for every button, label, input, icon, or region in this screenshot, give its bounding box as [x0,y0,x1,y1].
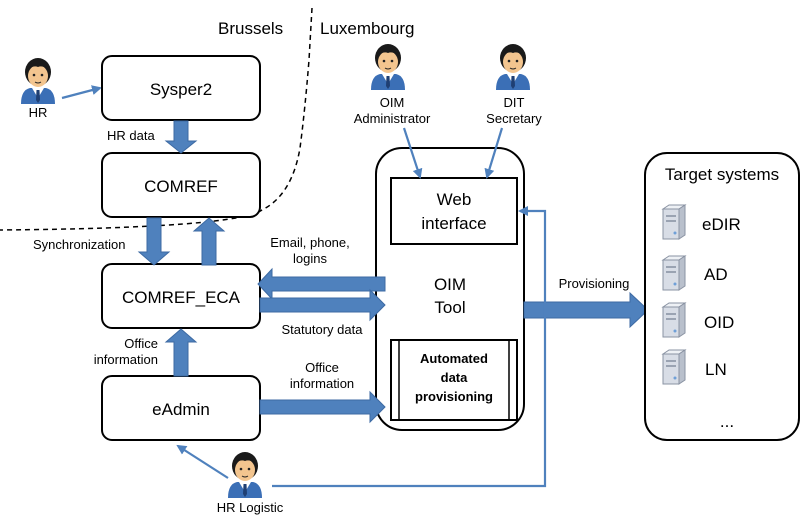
sysper2-box [101,55,261,121]
automated-provisioning-box [390,339,518,421]
target-systems-title: Target systems [665,165,779,184]
target-more-ellipsis: ... [720,412,734,431]
web-interface-box [390,177,518,245]
automated-line1: Automated [420,351,488,366]
office-info-up-arrow [164,328,198,377]
hr-logistic-person-icon [227,451,263,499]
hr-data-label: HR data [107,128,155,143]
oim-admin-line1: OIM [380,95,405,110]
dit-secretary-line1: DIT [504,95,525,110]
ad-server-icon [662,255,686,291]
email-phone-line2: logins [293,251,327,266]
office-info-right-line2: information [290,376,354,391]
statutory-data-arrow [259,288,386,322]
ln-server-icon [662,349,686,385]
automated-line2: data [441,370,469,385]
web-interface-line2: interface [421,214,486,233]
region-label-brussels: Brussels [218,19,283,38]
hr-actor-label: HR [29,105,48,120]
hr-logistic-to-web-interface-arrow [272,206,547,488]
region-boundary-line [0,7,313,231]
oim-admin-arrow [402,127,423,179]
oim-administrator-person-icon [370,43,406,91]
sync-down-arrow [137,217,171,266]
region-label-luxembourg: Luxembourg [320,19,415,38]
oim-tool-line2: Tool [434,298,465,317]
synchronization-label: Synchronization [33,237,126,252]
target-item-oid: OID [704,313,734,332]
email-phone-line1: Email, phone, [270,235,350,250]
sysper2-label: Sysper2 [150,80,212,99]
hr-to-sysper2-arrow [61,85,102,100]
dit-secretary-person-icon [495,43,531,91]
office-info-right-arrow [259,390,386,424]
provisioning-arrow [523,291,649,329]
comref-label: COMREF [144,177,218,196]
dit-secretary-line2: Secretary [486,111,542,126]
sync-up-arrow [192,217,226,266]
email-phone-logins-arrow [257,267,386,301]
oid-server-icon [662,302,686,338]
oim-tool-line1: OIM [434,275,466,294]
provisioning-label: Provisioning [559,276,630,291]
target-item-ad: AD [704,265,728,284]
oim-admin-line2: Administrator [354,111,431,126]
comref-eca-label: COMREF_ECA [122,288,241,307]
web-interface-line1: Web [437,190,472,209]
office-info-right-line1: Office [305,360,339,375]
target-systems-box [644,152,800,441]
dit-secretary-arrow [484,127,504,179]
target-item-ln: LN [705,360,727,379]
comref-eca-box [101,263,261,329]
target-item-edir: eDIR [702,215,741,234]
office-info-left-line2: information [94,352,158,367]
hr-logistic-label: HR Logistic [217,500,284,515]
hr-person-icon [20,57,56,105]
office-info-left-line1: Office [124,336,158,351]
hr-logistic-to-eadmin-arrow [176,444,229,479]
statutory-data-label: Statutory data [282,322,364,337]
eadmin-label: eAdmin [152,400,210,419]
hr-data-arrow [164,120,198,154]
automated-line3: provisioning [415,389,493,404]
edir-server-icon [662,204,686,240]
